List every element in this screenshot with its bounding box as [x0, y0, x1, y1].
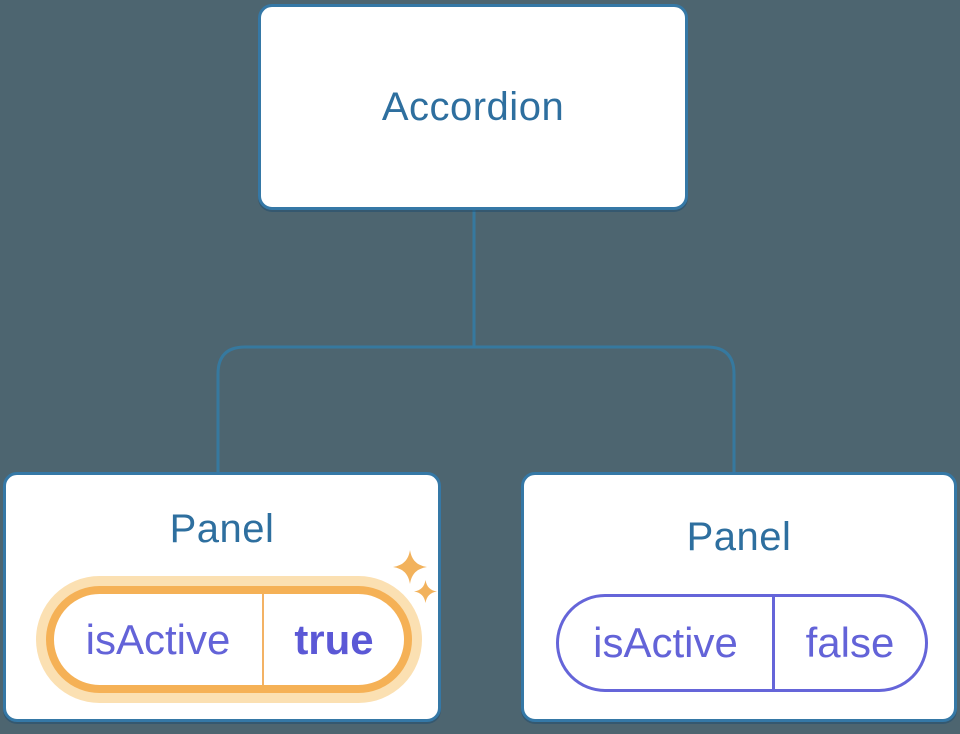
- state-value: true: [294, 615, 374, 663]
- panel-node-inactive: Panel isActive false: [521, 472, 957, 722]
- state-pill-inactive: isActive false: [556, 594, 928, 692]
- state-pill-active: isActive true: [46, 586, 412, 693]
- sparkle-icon-small: [414, 580, 437, 603]
- accordion-node-title: Accordion: [381, 84, 565, 129]
- pill-divider: [772, 597, 775, 689]
- pill-divider: [262, 594, 264, 685]
- accordion-node: Accordion: [258, 4, 688, 210]
- panel-node-active: Panel isActive true: [3, 472, 441, 722]
- state-name: isActive: [593, 619, 738, 666]
- panel-title: Panel: [686, 515, 792, 559]
- panel-title: Panel: [169, 507, 275, 551]
- state-value: false: [805, 619, 895, 666]
- state-name: isActive: [85, 615, 231, 663]
- sparkle-icon-large: [393, 550, 427, 584]
